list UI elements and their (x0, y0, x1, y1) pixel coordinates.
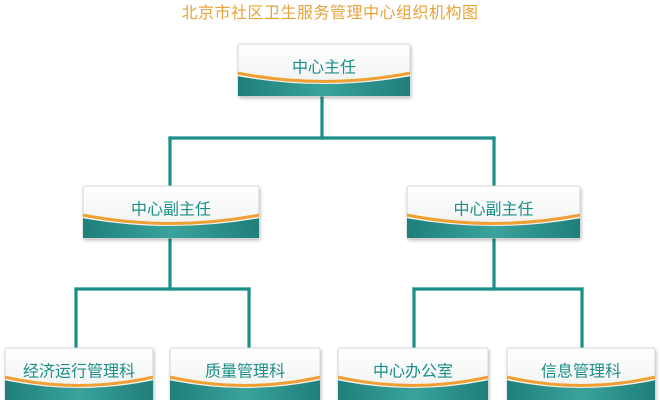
connector-lines (74, 92, 584, 350)
node-label: 中心办公室 (373, 361, 453, 380)
node-teal-band (83, 218, 259, 238)
node-teal-band (5, 380, 153, 400)
node-orange-accent (406, 213, 581, 225)
node-highlight (508, 349, 654, 352)
node-highlight (171, 349, 319, 352)
node-teal-band (407, 218, 580, 238)
node-label: 中心副主任 (453, 199, 533, 218)
node-dept-economic: 经济运行管理科 (4, 347, 154, 400)
node-label: 中心主任 (292, 57, 356, 76)
node-orange-accent (169, 375, 321, 387)
node-dept-quality: 质量管理科 (169, 347, 321, 400)
node-teal-band (338, 380, 488, 400)
node-dept-info: 信息管理科 (506, 347, 656, 400)
node-orange-accent (237, 71, 411, 83)
node-orange-accent (82, 213, 260, 225)
node-teal-band (238, 76, 410, 96)
node-highlight (6, 349, 152, 352)
node-deputy-left: 中心副主任 (82, 185, 260, 239)
node-label: 信息管理科 (541, 361, 621, 380)
node-deputy-right: 中心副主任 (406, 185, 581, 239)
node-dept-office: 中心办公室 (337, 347, 489, 400)
chart-title: 北京市社区卫生服务管理中心组织机构图 (181, 3, 479, 22)
node-label: 中心副主任 (131, 199, 211, 218)
node-highlight (84, 187, 258, 190)
node-label: 质量管理科 (205, 361, 285, 380)
node-highlight (408, 187, 579, 190)
node-highlight (339, 349, 487, 352)
node-highlight (239, 45, 409, 48)
node-orange-accent (4, 375, 154, 387)
node-director: 中心主任 (237, 43, 411, 97)
node-orange-accent (337, 375, 489, 387)
node-teal-band (507, 380, 655, 400)
node-label: 经济运行管理科 (23, 361, 135, 380)
node-teal-band (170, 380, 320, 400)
node-orange-accent (506, 375, 656, 387)
